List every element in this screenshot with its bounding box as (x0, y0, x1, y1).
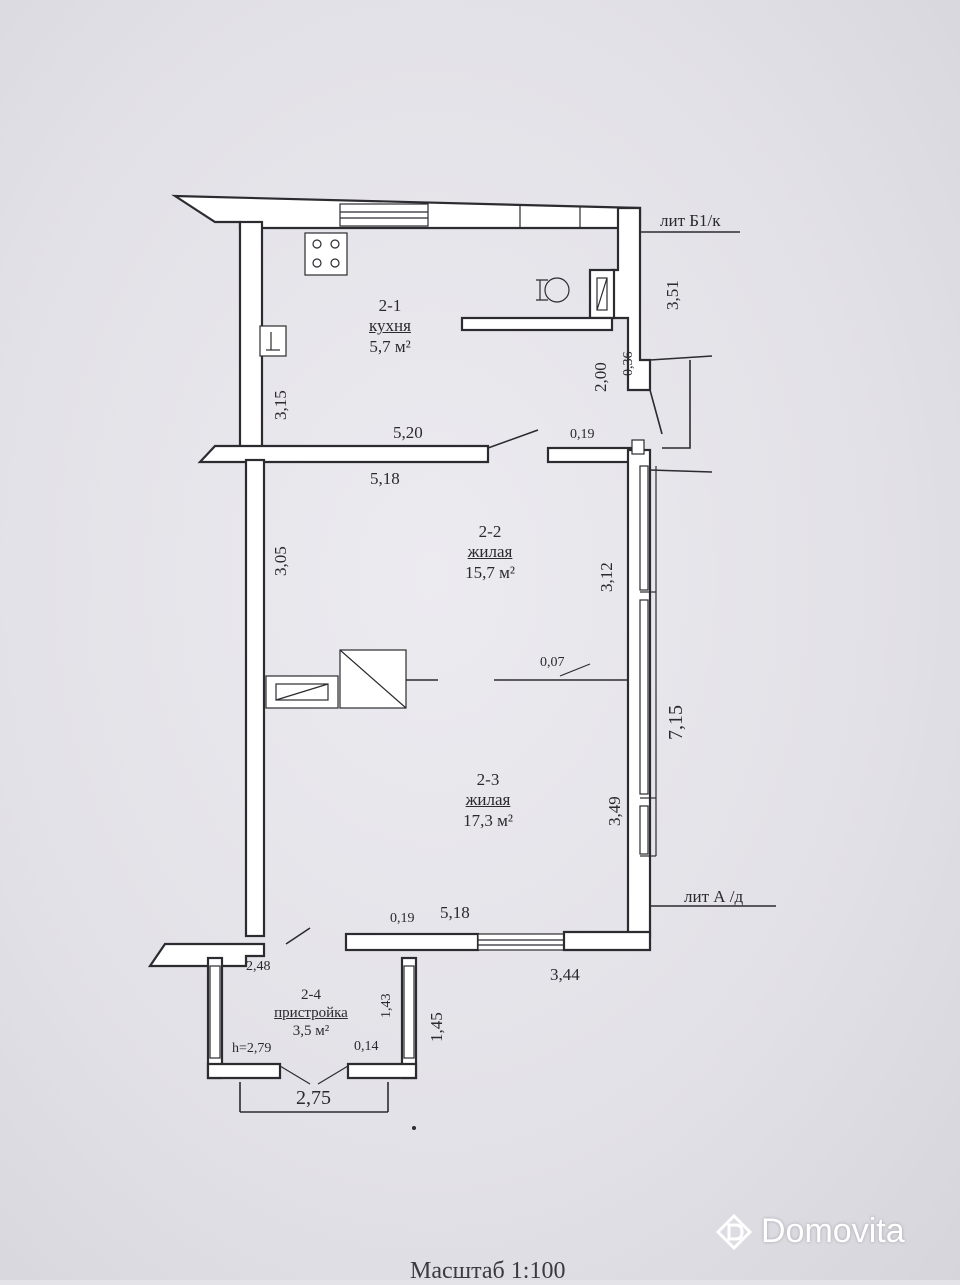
room-area: 17,3 м² (463, 810, 513, 830)
annex-bottom-right (346, 1062, 418, 1080)
room-id: 2-3 (476, 770, 500, 789)
dim-room23-width: 5,18 (440, 903, 470, 922)
dim-total-right: 7,15 (665, 705, 687, 740)
sink-icon (259, 325, 287, 357)
dim-kitchen-width: 5,20 (393, 423, 423, 442)
stove-icon (304, 232, 348, 276)
main-left-wall (244, 458, 266, 938)
room-name: жилая (467, 542, 513, 562)
dim-ext-ceiling: h=2,79 (232, 1041, 272, 1056)
dim-door-gap-top: 0,19 (570, 427, 595, 442)
kitchen-bottom-wall-right (546, 446, 642, 464)
annex-doors (279, 1065, 349, 1085)
room-area: 15,7 м² (465, 562, 515, 582)
entry-lines (649, 355, 713, 473)
bottom-wall-left (147, 942, 266, 968)
room-2-3-label: 2-3 жилая 17,3 м² (438, 770, 538, 831)
room-id: 2-4 (301, 987, 321, 1003)
dim-ext-height-inner: 1,43 (379, 993, 394, 1019)
room-2-2-label: 2-2 жилая 15,7 м² (440, 522, 540, 583)
kitchen-window-1 (339, 203, 429, 227)
room-name: пристройка (274, 1005, 348, 1021)
kitchen-door (487, 429, 539, 449)
dim-room22-height: 3,05 (271, 546, 290, 576)
dim-room22-right: 3,12 (597, 562, 616, 592)
dim-partition: 0,07 (540, 655, 565, 670)
watermark-text: Domovita (761, 1212, 905, 1250)
right-window-3 (639, 805, 649, 855)
dim-kitchen-wall: 0,36 (621, 351, 636, 377)
dim-room23-right: 3,49 (605, 796, 624, 826)
dim-kitchen-east: 2,00 (591, 362, 610, 392)
bottom-wall-middle (344, 932, 480, 952)
bottom-window (477, 933, 565, 951)
dim-ext-height-outer: 1,45 (427, 1012, 446, 1042)
lit-a-label: лит А /д (684, 887, 744, 906)
boiler-icon (544, 277, 570, 303)
room-name: жилая (465, 790, 511, 810)
annex-bottom-left (206, 1062, 282, 1080)
kitchen-left-wall (238, 220, 264, 452)
bottom-left-door (285, 927, 311, 945)
dim-ext-width-top: 2,48 (246, 959, 271, 974)
kitchen-bottom-wall-left (197, 444, 490, 464)
room-id: 2-1 (378, 296, 402, 315)
scale-label: Масштаб 1:100 (410, 1258, 566, 1284)
dim-door-gap-bottom: 0,19 (390, 911, 415, 926)
watermark: Domovita (715, 1212, 905, 1251)
dim-bottom-right: 3,44 (550, 965, 580, 984)
dim-outer-right-top: 3,51 (663, 280, 682, 310)
kitchen-partition (460, 316, 614, 332)
dim-kitchen-height: 3,15 (271, 390, 290, 420)
lit-b-label: лит Б1/к (660, 211, 721, 230)
room-area: 3,5 м² (292, 1023, 330, 1039)
watermark-logo-icon (715, 1213, 753, 1250)
dim-ext-wall: 0,14 (354, 1039, 379, 1054)
room-2-1-label: 2-1 кухня 5,7 м² (350, 296, 430, 357)
bottom-wall-right (562, 930, 652, 952)
room-id: 2-2 (478, 522, 502, 541)
right-window-2 (639, 599, 649, 795)
room-name: кухня (369, 316, 411, 336)
room-2-4-label: 2-4 пристройка 3,5 м² (256, 986, 366, 1040)
dim-room22-width: 5,18 (370, 469, 400, 488)
right-window-1 (639, 465, 649, 591)
room-area: 5,7 м² (369, 336, 411, 356)
dim-ext-width-bottom: 2,75 (296, 1087, 331, 1109)
